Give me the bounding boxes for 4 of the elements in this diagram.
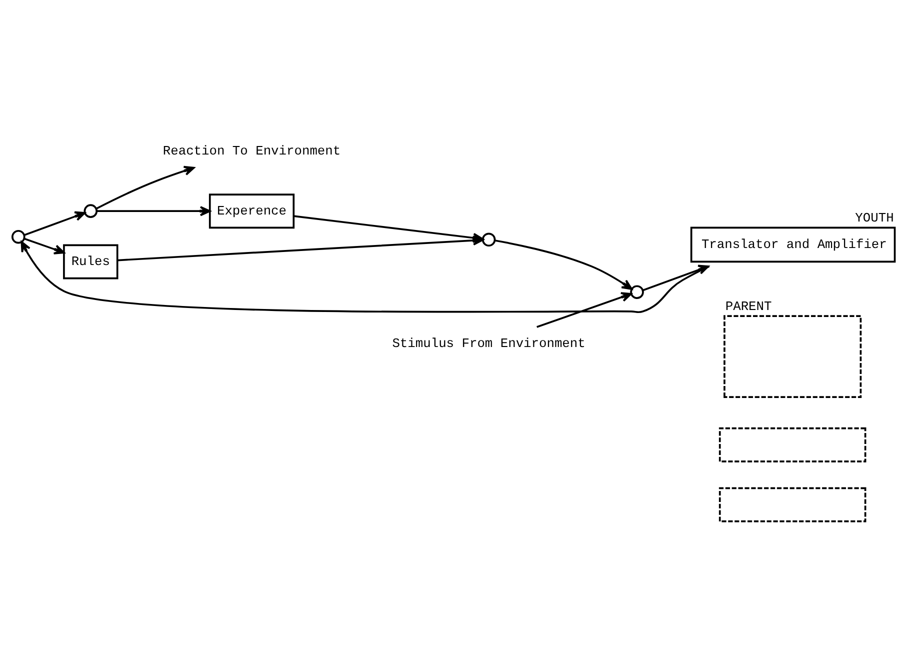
node-label: YOUTH xyxy=(855,210,894,226)
node-label: PARENT xyxy=(725,298,772,314)
node-text: Reaction To Environment xyxy=(162,144,341,159)
node-text: Stimulus From Environment xyxy=(392,336,586,352)
